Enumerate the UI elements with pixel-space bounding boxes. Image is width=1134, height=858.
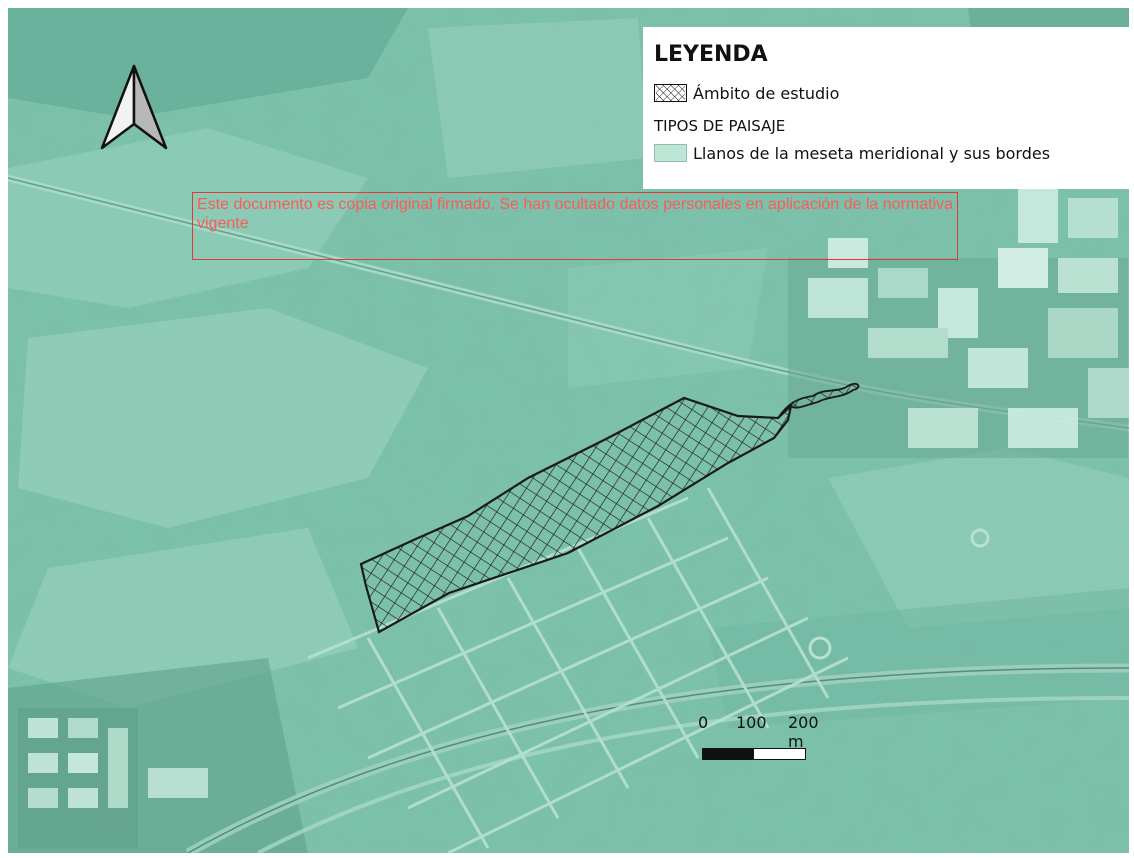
watermark-notice: Este documento es copia original firmado… bbox=[192, 192, 958, 260]
map-legend: LEYENDA Ámbito de estudio TIPOS DE PAISA… bbox=[643, 27, 1129, 189]
field-patch bbox=[8, 128, 368, 308]
industrial-area bbox=[788, 188, 1129, 458]
scale-label-100: 100 bbox=[736, 713, 767, 732]
north-arrow-icon bbox=[100, 64, 168, 150]
field-patch bbox=[8, 528, 358, 708]
residential-area bbox=[18, 708, 208, 848]
legend-color-swatch bbox=[654, 144, 687, 162]
field-patch bbox=[708, 588, 1129, 728]
vegetation-patch bbox=[8, 8, 408, 118]
legend-item-study-area: Ámbito de estudio bbox=[654, 81, 1119, 105]
roundabout bbox=[970, 528, 990, 548]
watermark-text: Este documento es copia original firmado… bbox=[197, 196, 954, 232]
field-patch bbox=[568, 248, 768, 388]
scale-label-200: 200 m bbox=[788, 713, 819, 751]
field-patch bbox=[18, 308, 428, 528]
scale-bar-graphic bbox=[702, 748, 806, 760]
legend-item-label: Ámbito de estudio bbox=[693, 83, 840, 103]
street-grid bbox=[307, 487, 849, 853]
legend-section-title: TIPOS DE PAISAJE bbox=[654, 117, 786, 135]
legend-item-landscape: Llanos de la meseta meridional y sus bor… bbox=[654, 141, 1119, 165]
field-patch bbox=[428, 18, 648, 178]
legend-title: LEYENDA bbox=[654, 42, 768, 67]
crosshatch-pattern-icon bbox=[654, 84, 687, 102]
legend-item-label: Llanos de la meseta meridional y sus bor… bbox=[693, 143, 1051, 163]
field-patch bbox=[828, 448, 1129, 628]
study-area-access-strip bbox=[777, 382, 860, 419]
scale-label-0: 0 bbox=[698, 713, 709, 732]
roundabout bbox=[808, 636, 832, 660]
scale-bar: 0 100 200 m bbox=[692, 713, 822, 773]
scale-bar-black-segment bbox=[703, 749, 754, 759]
study-area-polygon bbox=[359, 396, 793, 634]
